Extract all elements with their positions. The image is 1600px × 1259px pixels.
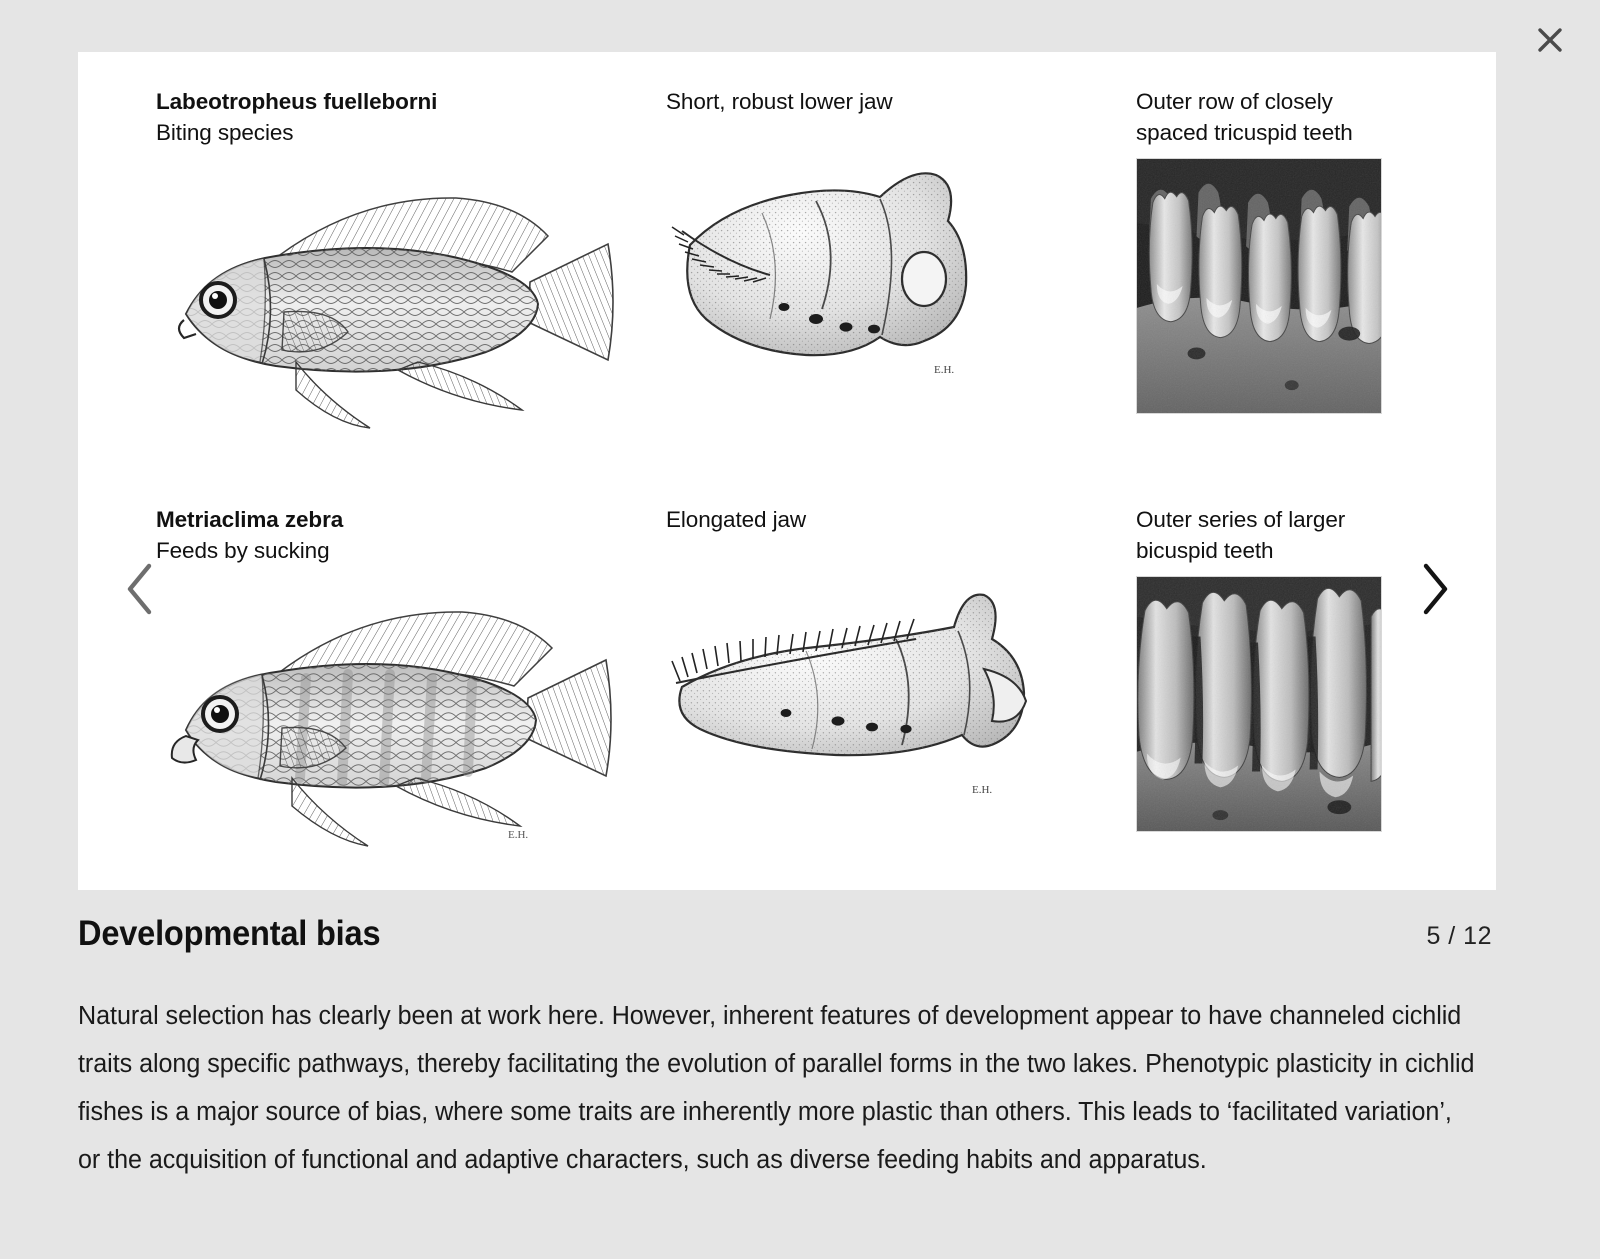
species-name: Labeotropheus fuelleborni	[156, 89, 438, 114]
svg-text:E.H.: E.H.	[508, 829, 528, 841]
page-title: Developmental bias	[78, 914, 381, 953]
close-icon	[1535, 25, 1565, 55]
panel-body-text: Natural selection has clearly been at wo…	[78, 1002, 1475, 1174]
figure-card: Labeotropheus fuelleborni Biting species	[78, 52, 1496, 890]
carousel-next-button[interactable]	[1408, 555, 1462, 625]
close-button[interactable]	[1528, 18, 1572, 62]
species-caption: Labeotropheus fuelleborni Biting species	[156, 86, 636, 148]
bicuspid-teeth-sem-micrograph	[1136, 576, 1382, 833]
teeth-caption: Outer series of larger bicuspid teeth	[1136, 507, 1346, 564]
svg-text:E.H.: E.H.	[934, 364, 954, 376]
panel-header: Developmental bias 5 / 12	[0, 900, 1600, 962]
chevron-right-icon	[1418, 561, 1452, 620]
tricuspid-teeth-sem-micrograph	[1136, 158, 1382, 415]
cichlid-fish-illustration	[156, 162, 636, 442]
species-caption: Metriaclima zebra Feeds by sucking	[156, 504, 636, 566]
figure-cell-jaw-1: Short, robust lower jaw	[666, 86, 1106, 401]
species-name: Metriaclima zebra	[156, 507, 344, 532]
carousel-prev-button[interactable]	[113, 555, 167, 625]
chevron-left-icon	[123, 561, 157, 620]
teeth-caption: Outer row of closely spaced tricuspid te…	[1136, 89, 1353, 146]
cichlid-fish-illustration: E.H.	[156, 580, 636, 860]
lower-jaw-bone-illustration: E.H.	[666, 151, 1106, 401]
svg-text:E.H.: E.H.	[972, 784, 992, 796]
jaw-caption: Elongated jaw	[666, 507, 807, 532]
figure-cell-species-2: Metriaclima zebra Feeds by sucking	[156, 504, 636, 860]
page-counter: 5 / 12	[1426, 922, 1492, 950]
elongated-jaw-bone-illustration: E.H.	[666, 569, 1106, 819]
species-habit: Biting species	[156, 120, 294, 146]
figure-cell-teeth-1: Outer row of closely spaced tricuspid te…	[1136, 86, 1436, 415]
figure-cell-teeth-2: Outer series of larger bicuspid teeth	[1136, 504, 1436, 833]
slide-text-panel: Developmental bias 5 / 12 Natural select…	[0, 900, 1600, 1174]
figure-cell-species-1: Labeotropheus fuelleborni Biting species	[156, 86, 636, 442]
species-habit: Feeds by sucking	[156, 538, 330, 564]
figure-cell-jaw-2: Elongated jaw	[666, 504, 1106, 819]
jaw-caption: Short, robust lower jaw	[666, 89, 893, 114]
